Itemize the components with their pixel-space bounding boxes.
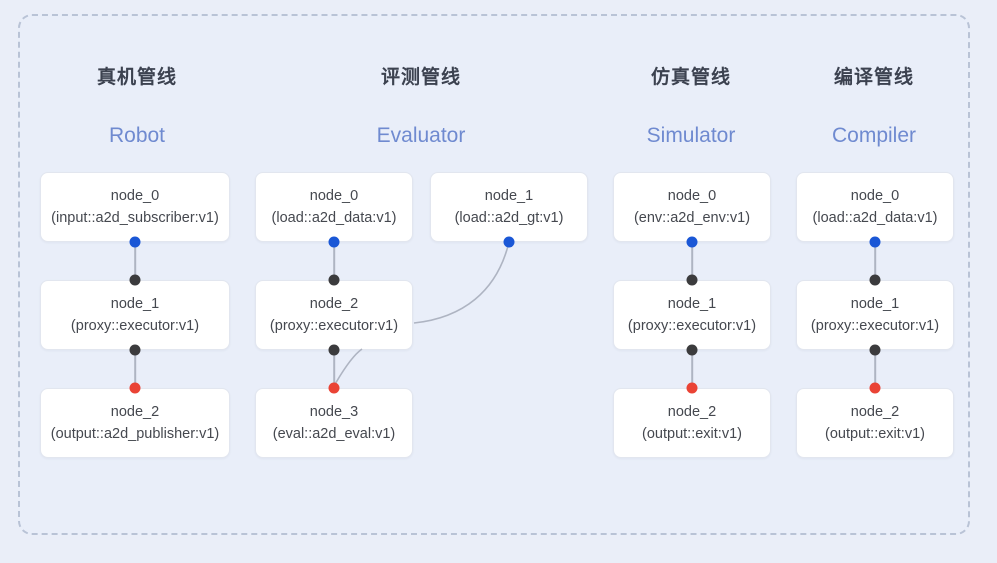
port-dot-input-red-icon[interactable] bbox=[869, 382, 881, 394]
node-label-name: node_2 bbox=[110, 403, 160, 420]
node-simulator-2[interactable]: node_2 (output::exit:v1) bbox=[613, 388, 771, 458]
node-label-type: (load::a2d_data:v1) bbox=[812, 210, 938, 226]
column-subtitle-simulator: Simulator bbox=[646, 124, 736, 147]
node-label-name: node_1 bbox=[484, 187, 534, 204]
node-label-name: node_2 bbox=[309, 295, 359, 312]
node-evaluator-2[interactable]: node_2 (proxy::executor:v1) bbox=[255, 280, 413, 350]
pipeline-column-robot: 真机管线 Robot bbox=[22, 14, 252, 535]
node-label-type: (load::a2d_gt:v1) bbox=[454, 210, 564, 226]
node-label-name: node_0 bbox=[110, 187, 160, 204]
port-dot-input-black-icon[interactable] bbox=[129, 274, 141, 286]
node-label-type: (output::exit:v1) bbox=[825, 426, 925, 442]
port-dot-output-black-icon[interactable] bbox=[869, 344, 881, 356]
column-title-robot: 真机管线 bbox=[96, 67, 177, 88]
edge-simulator-0-1 bbox=[691, 242, 693, 280]
port-dot-output-black-icon[interactable] bbox=[686, 344, 698, 356]
node-label-type: (input::a2d_subscriber:v1) bbox=[51, 210, 219, 226]
port-dot-output-black-icon[interactable] bbox=[328, 344, 340, 356]
port-dot-output-black-icon[interactable] bbox=[129, 344, 141, 356]
node-label-type: (output::exit:v1) bbox=[642, 426, 742, 442]
node-label-type: (eval::a2d_eval:v1) bbox=[272, 426, 396, 442]
node-label-name: node_1 bbox=[110, 295, 160, 312]
node-label-name: node_0 bbox=[850, 187, 900, 204]
port-dot-input-red-icon[interactable] bbox=[686, 382, 698, 394]
edge-evaluator-0-2 bbox=[333, 242, 335, 280]
column-title-compiler: 编译管线 bbox=[833, 67, 914, 88]
node-label-type: (proxy::executor:v1) bbox=[627, 318, 757, 334]
column-subtitle-compiler: Compiler bbox=[831, 124, 917, 147]
port-dot-output-blue-icon[interactable] bbox=[328, 236, 340, 248]
node-evaluator-0[interactable]: node_0 (load::a2d_data:v1) bbox=[255, 172, 413, 242]
node-label-type: (env::a2d_env:v1) bbox=[633, 210, 751, 226]
column-subtitle-evaluator: Evaluator bbox=[376, 124, 466, 147]
port-dot-input-black-icon[interactable] bbox=[869, 274, 881, 286]
node-label-type: (load::a2d_data:v1) bbox=[271, 210, 397, 226]
port-dot-output-blue-icon[interactable] bbox=[869, 236, 881, 248]
column-title-evaluator: 评测管线 bbox=[380, 67, 461, 88]
port-dot-input-red-icon[interactable] bbox=[328, 382, 340, 394]
node-label-name: node_1 bbox=[850, 295, 900, 312]
edge-simulator-1-2 bbox=[691, 350, 693, 388]
column-subtitle-robot: Robot bbox=[108, 124, 166, 147]
node-label-name: node_2 bbox=[667, 403, 717, 420]
node-simulator-0[interactable]: node_0 (env::a2d_env:v1) bbox=[613, 172, 771, 242]
pipeline-column-simulator: 仿真管线 Simulator bbox=[601, 14, 781, 535]
node-label-type: (proxy::executor:v1) bbox=[269, 318, 399, 334]
node-compiler-0[interactable]: node_0 (load::a2d_data:v1) bbox=[796, 172, 954, 242]
node-label-name: node_0 bbox=[667, 187, 717, 204]
port-dot-input-black-icon[interactable] bbox=[686, 274, 698, 286]
port-dot-output-blue-icon[interactable] bbox=[503, 236, 515, 248]
port-dot-output-blue-icon[interactable] bbox=[129, 236, 141, 248]
node-label-name: node_3 bbox=[309, 403, 359, 420]
node-evaluator-1[interactable]: node_1 (load::a2d_gt:v1) bbox=[430, 172, 588, 242]
node-label-name: node_1 bbox=[667, 295, 717, 312]
column-title-simulator: 仿真管线 bbox=[650, 67, 731, 88]
pipeline-column-compiler: 编译管线 Compiler bbox=[784, 14, 964, 535]
node-simulator-1[interactable]: node_1 (proxy::executor:v1) bbox=[613, 280, 771, 350]
node-compiler-2[interactable]: node_2 (output::exit:v1) bbox=[796, 388, 954, 458]
node-evaluator-3[interactable]: node_3 (eval::a2d_eval:v1) bbox=[255, 388, 413, 458]
node-label-name: node_2 bbox=[850, 403, 900, 420]
node-label-type: (proxy::executor:v1) bbox=[70, 318, 200, 334]
node-compiler-1[interactable]: node_1 (proxy::executor:v1) bbox=[796, 280, 954, 350]
edge-compiler-1-2 bbox=[874, 350, 876, 388]
node-label-type: (output::a2d_publisher:v1) bbox=[50, 426, 220, 442]
edge-compiler-0-1 bbox=[874, 242, 876, 280]
port-dot-input-red-icon[interactable] bbox=[129, 382, 141, 394]
node-label-name: node_0 bbox=[309, 187, 359, 204]
port-dot-input-black-icon[interactable] bbox=[328, 274, 340, 286]
edge-robot-0-1 bbox=[134, 242, 136, 280]
node-label-type: (proxy::executor:v1) bbox=[810, 318, 940, 334]
node-robot-2[interactable]: node_2 (output::a2d_publisher:v1) bbox=[40, 388, 230, 458]
node-robot-0[interactable]: node_0 (input::a2d_subscriber:v1) bbox=[40, 172, 230, 242]
port-dot-output-blue-icon[interactable] bbox=[686, 236, 698, 248]
edge-robot-1-2 bbox=[134, 350, 136, 388]
pipeline-column-evaluator: 评测管线 Evaluator bbox=[268, 14, 574, 535]
node-robot-1[interactable]: node_1 (proxy::executor:v1) bbox=[40, 280, 230, 350]
